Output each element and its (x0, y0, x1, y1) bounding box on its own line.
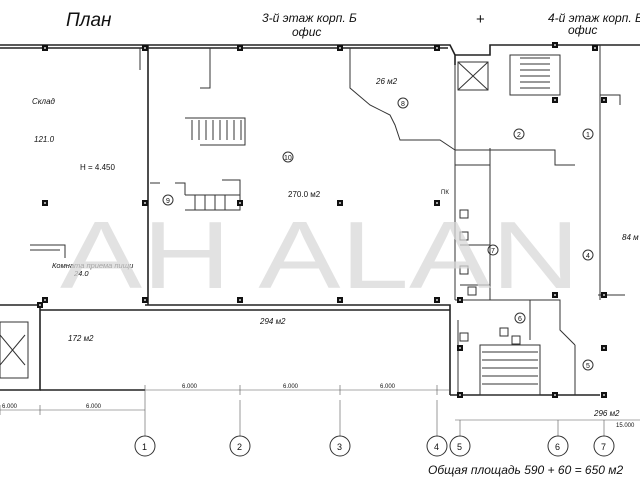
watermark: AH ALAN (60, 202, 580, 309)
floor-b-label: 3-й этаж корп. Б (262, 11, 357, 25)
column-cross (554, 99, 556, 101)
toilet-block (459, 209, 521, 345)
column-cross (459, 394, 461, 396)
room-marker-7: 6 (518, 316, 522, 323)
food-room-label: Комната приема пищи (52, 261, 134, 270)
column-cross (44, 202, 46, 204)
structural-columns (37, 42, 607, 398)
warehouse-label: Склад (32, 97, 56, 106)
column-cross (44, 299, 46, 301)
elevator-shaft-top (457, 61, 489, 91)
stair-3rd (185, 117, 246, 146)
column-cross (39, 304, 41, 306)
room-marker-4: 4 (586, 253, 590, 260)
room-270-area: 270.0 м2 (288, 190, 321, 199)
column-cross (436, 202, 438, 204)
stair-right (509, 54, 561, 96)
height-label: H = 4.450 (80, 163, 115, 172)
dimension-lines (0, 385, 640, 421)
column-cross (554, 394, 556, 396)
total-area: Общая площадь 590 + 60 = 650 м2 (428, 463, 623, 477)
room-marker-5: 5 (586, 363, 590, 370)
column-cross (603, 294, 605, 296)
column-cross (436, 299, 438, 301)
stair-2nd (185, 179, 241, 211)
column-cross (44, 47, 46, 49)
warehouse-area: 121.0 (34, 135, 55, 144)
room-294-area: 294 м2 (259, 317, 286, 326)
floor-v-label: 4-й этаж корп. В (548, 11, 640, 25)
dim-5: 6.000 (380, 384, 396, 390)
room-26-area: 26 м2 (375, 77, 398, 86)
column-cross (239, 299, 241, 301)
column-cross (459, 299, 461, 301)
column-cross (603, 347, 605, 349)
room-marker-10: 10 (284, 155, 292, 162)
room-marker-8: 8 (401, 101, 405, 108)
plan-title: План (66, 10, 112, 31)
column-cross (603, 99, 605, 101)
room-marker-9: 9 (166, 198, 170, 205)
floor-v-use: офис (568, 23, 597, 37)
room-number-markers: 8 10 9 2 1 7 4 6 5 (162, 97, 594, 371)
plus-sign: + (476, 11, 485, 28)
elevator-shaft-left (0, 321, 29, 379)
room-marker-2: 2 (517, 132, 521, 139)
column-cross (594, 47, 596, 49)
column-cross (554, 44, 556, 46)
dim-1: 6.000 (2, 404, 18, 410)
floor-b-use: офис (292, 25, 321, 39)
axis-4: 4 (434, 442, 439, 452)
dim-2: 6.000 (86, 404, 102, 410)
column-cross (239, 47, 241, 49)
axis-5: 5 (457, 442, 462, 452)
column-cross (339, 202, 341, 204)
axis-7: 7 (601, 442, 606, 452)
column-cross (239, 202, 241, 204)
axis-2: 2 (237, 442, 242, 452)
dim-3: 6.000 (182, 384, 198, 390)
food-room-area: 24.0 (73, 269, 89, 278)
column-cross (339, 299, 341, 301)
axis-markers (134, 400, 615, 457)
axis-1: 1 (142, 442, 147, 452)
column-cross (436, 47, 438, 49)
axis-3: 3 (337, 442, 342, 452)
dim-4: 6.000 (283, 384, 299, 390)
column-cross (459, 347, 461, 349)
column-cross (144, 202, 146, 204)
room-marker-1: 1 (586, 132, 590, 139)
room-84-area: 84 м (622, 233, 639, 242)
column-cross (603, 394, 605, 396)
room-172-area: 172 м2 (68, 334, 94, 343)
dim-6: 15.000 (616, 423, 635, 429)
column-cross (144, 47, 146, 49)
interior-walls (30, 45, 625, 395)
room-marker-6: 7 (491, 248, 495, 255)
room-296-area: 296 м2 (593, 409, 620, 418)
stair-bottom (479, 344, 541, 396)
axis-6: 6 (555, 442, 560, 452)
pk-label: ПК (441, 190, 449, 196)
column-cross (339, 47, 341, 49)
column-cross (144, 299, 146, 301)
column-cross (554, 294, 556, 296)
